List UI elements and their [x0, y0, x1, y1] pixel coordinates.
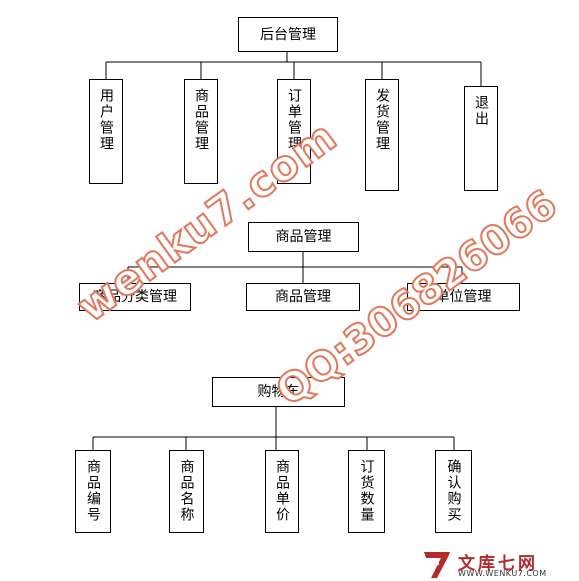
node-order-quantity: 订货数量: [348, 450, 385, 533]
node-label: 商品管理: [275, 229, 332, 245]
node-confirm-purchase: 确认购买: [435, 450, 472, 533]
node-label: 订货数量: [358, 459, 375, 523]
node-label: 商品管理: [275, 289, 331, 305]
node-label: 后台管理: [260, 26, 316, 43]
node-user-management: 用户管理: [89, 79, 123, 184]
node-label: 发货管理: [374, 88, 390, 152]
node-unit-management: 单位管理: [407, 283, 520, 311]
node-shopping-cart: 购物车: [212, 377, 345, 407]
node-label: 商品编号: [85, 459, 101, 523]
node-label: 商品单价: [274, 459, 290, 523]
node-product-management-root: 商品管理: [248, 222, 359, 252]
logo-seven-icon: [424, 552, 450, 578]
node-product-name: 商品名称: [169, 450, 204, 533]
node-order-management: 订单管理: [277, 79, 311, 184]
node-label: 用户管理: [98, 88, 114, 152]
site-logo: 文库七网 WWW.WENKU7.COM: [422, 548, 578, 580]
node-product-number: 商品编号: [75, 450, 111, 533]
node-shipping-management: 发货管理: [365, 79, 399, 191]
logo-name: 文库七网: [458, 554, 538, 574]
node-product-price: 商品单价: [265, 450, 299, 533]
node-label: 确认购买: [445, 459, 462, 523]
node-product-management: 商品管理: [184, 79, 218, 184]
node-label: 商品管理: [193, 88, 209, 152]
node-label: 订单管理: [286, 88, 302, 152]
node-label: 退出: [473, 95, 489, 127]
node-backend-admin: 后台管理: [238, 17, 338, 52]
node-label: 单位管理: [435, 289, 492, 305]
node-label: 商品名称: [178, 459, 195, 523]
node-label: 商品分类管理: [93, 289, 177, 305]
logo-url: WWW.WENKU7.COM: [458, 569, 547, 578]
node-exit: 退出: [464, 86, 498, 191]
node-label: 购物车: [257, 384, 300, 400]
node-product-management-child: 商品管理: [246, 283, 360, 311]
node-category-management: 商品分类管理: [79, 283, 191, 311]
